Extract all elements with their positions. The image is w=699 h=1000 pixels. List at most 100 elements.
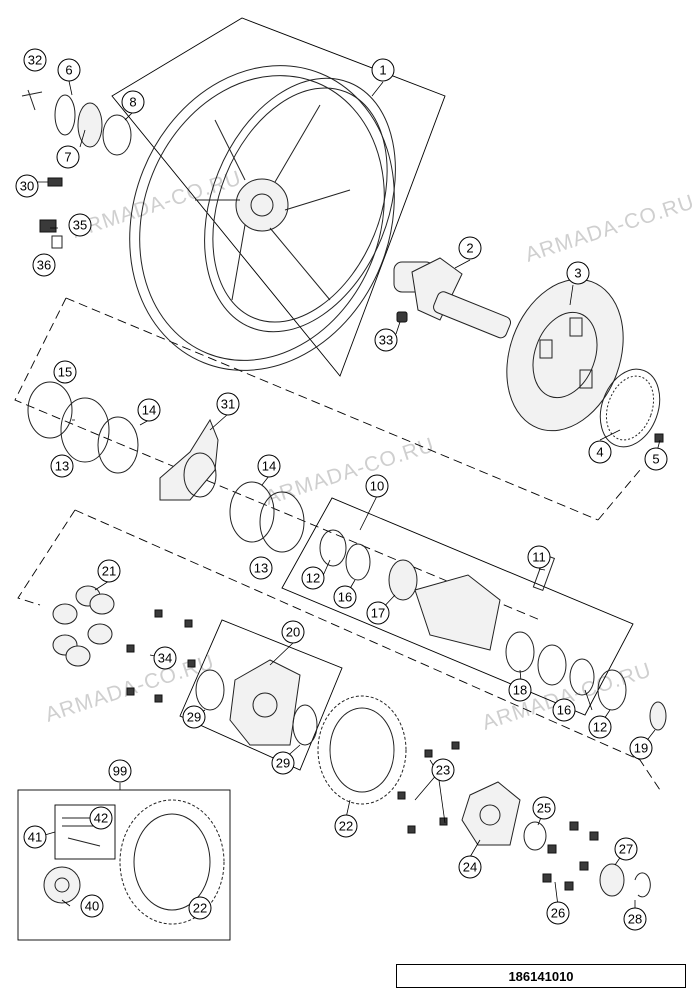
callout-1: 1	[371, 58, 395, 82]
callout-label: 10	[370, 479, 384, 494]
carrier-frame	[179, 619, 343, 771]
callout-32: 32	[23, 48, 47, 72]
callout-label: 22	[193, 901, 207, 916]
callout-label: 1	[379, 63, 386, 78]
callout-25: 25	[532, 796, 556, 820]
sprocket-nuts	[397, 741, 460, 834]
caliper-carrier	[159, 418, 219, 501]
callout-label: 34	[158, 651, 172, 666]
callout-label: 17	[371, 606, 385, 621]
callout-8: 8	[121, 90, 145, 114]
callout-label: 4	[596, 445, 603, 460]
watermark: ARMADA-CO.RU	[522, 190, 697, 266]
callout-label: 13	[55, 459, 69, 474]
chain-kit	[43, 799, 225, 925]
callout-35: 35	[68, 213, 92, 237]
abs-ring	[599, 368, 664, 448]
callout-label: 26	[551, 906, 565, 921]
callout-27: 27	[614, 837, 638, 861]
rubber-dampers	[52, 585, 115, 667]
callout-16: 16	[552, 698, 576, 722]
callout-label: 31	[221, 397, 235, 412]
kit-frame	[17, 789, 231, 941]
callout-12: 12	[588, 715, 612, 739]
callout-31: 31	[216, 392, 240, 416]
dash-line	[74, 509, 661, 791]
callout-22: 22	[334, 814, 358, 838]
callout-13: 13	[50, 454, 74, 478]
callout-label: 12	[593, 720, 607, 735]
callout-label: 19	[634, 741, 648, 756]
callout-28: 28	[623, 907, 647, 931]
callout-label: 18	[513, 683, 527, 698]
callout-16: 16	[333, 585, 357, 609]
seal-rings-right	[229, 481, 305, 553]
callout-label: 2	[466, 241, 473, 256]
callout-13: 13	[249, 556, 273, 580]
callout-2: 2	[458, 236, 482, 260]
callout-7: 7	[56, 145, 80, 169]
callout-label: 29	[187, 710, 201, 725]
seal-rings-left	[27, 381, 139, 474]
callout-label: 8	[129, 95, 136, 110]
callout-17: 17	[366, 601, 390, 625]
drawing-number-box: 186141010	[396, 964, 686, 988]
callout-label: 16	[557, 703, 571, 718]
callout-18: 18	[508, 678, 532, 702]
callout-label: 40	[85, 899, 99, 914]
callout-label: 14	[142, 403, 156, 418]
flange-parts	[523, 821, 651, 898]
callout-label: 42	[94, 811, 108, 826]
callout-4: 4	[588, 440, 612, 464]
callout-label: 36	[37, 258, 51, 273]
rear-wheel-rim	[129, 65, 396, 371]
callout-label: 12	[306, 571, 320, 586]
callout-40: 40	[80, 894, 104, 918]
callout-29: 29	[271, 751, 295, 775]
callout-23: 23	[431, 758, 455, 782]
callout-26: 26	[546, 901, 570, 925]
hub-frame	[281, 497, 634, 716]
callout-10: 10	[365, 474, 389, 498]
callout-label: 20	[286, 625, 300, 640]
callout-42: 42	[89, 806, 113, 830]
watermark: ARMADA-CO.RU	[262, 433, 437, 509]
watermark: ARMADA-CO.RU	[479, 658, 654, 734]
callout-label: 14	[262, 459, 276, 474]
callout-label: 25	[537, 801, 551, 816]
sprocket-carrier	[195, 659, 318, 746]
callout-99: 99	[108, 759, 132, 783]
callout-label: 5	[652, 452, 659, 467]
callout-label: 23	[436, 763, 450, 778]
callout-label: 41	[28, 830, 42, 845]
callout-3: 3	[566, 261, 590, 285]
dash-line	[17, 509, 76, 606]
drive-flange	[461, 781, 521, 846]
brake-disc	[506, 278, 624, 432]
watermark: ARMADA-CO.RU	[69, 166, 244, 242]
dash-line	[597, 469, 641, 521]
callout-label: 21	[102, 564, 116, 579]
callout-11: 11	[527, 545, 551, 569]
callout-label: 7	[64, 150, 71, 165]
callout-label: 16	[338, 590, 352, 605]
hub-bearings	[319, 529, 667, 731]
callout-41: 41	[23, 825, 47, 849]
callout-label: 27	[619, 842, 633, 857]
callout-label: 30	[20, 179, 34, 194]
callout-22: 22	[188, 896, 212, 920]
callout-5: 5	[644, 447, 668, 471]
callout-19: 19	[629, 736, 653, 760]
callout-6: 6	[57, 58, 81, 82]
callout-30: 30	[15, 174, 39, 198]
callout-36: 36	[32, 253, 56, 277]
bolts	[126, 609, 196, 703]
callouts: 1 2 3 4 5 6 7 8 10 11 12 12 13 13 14 14 …	[15, 48, 668, 931]
callout-label: 24	[463, 860, 477, 875]
callout-label: 6	[65, 63, 72, 78]
callout-label: 15	[58, 365, 72, 380]
callout-12: 12	[301, 566, 325, 590]
callout-34: 34	[153, 646, 177, 670]
valve-and-seal-parts	[21, 89, 132, 249]
